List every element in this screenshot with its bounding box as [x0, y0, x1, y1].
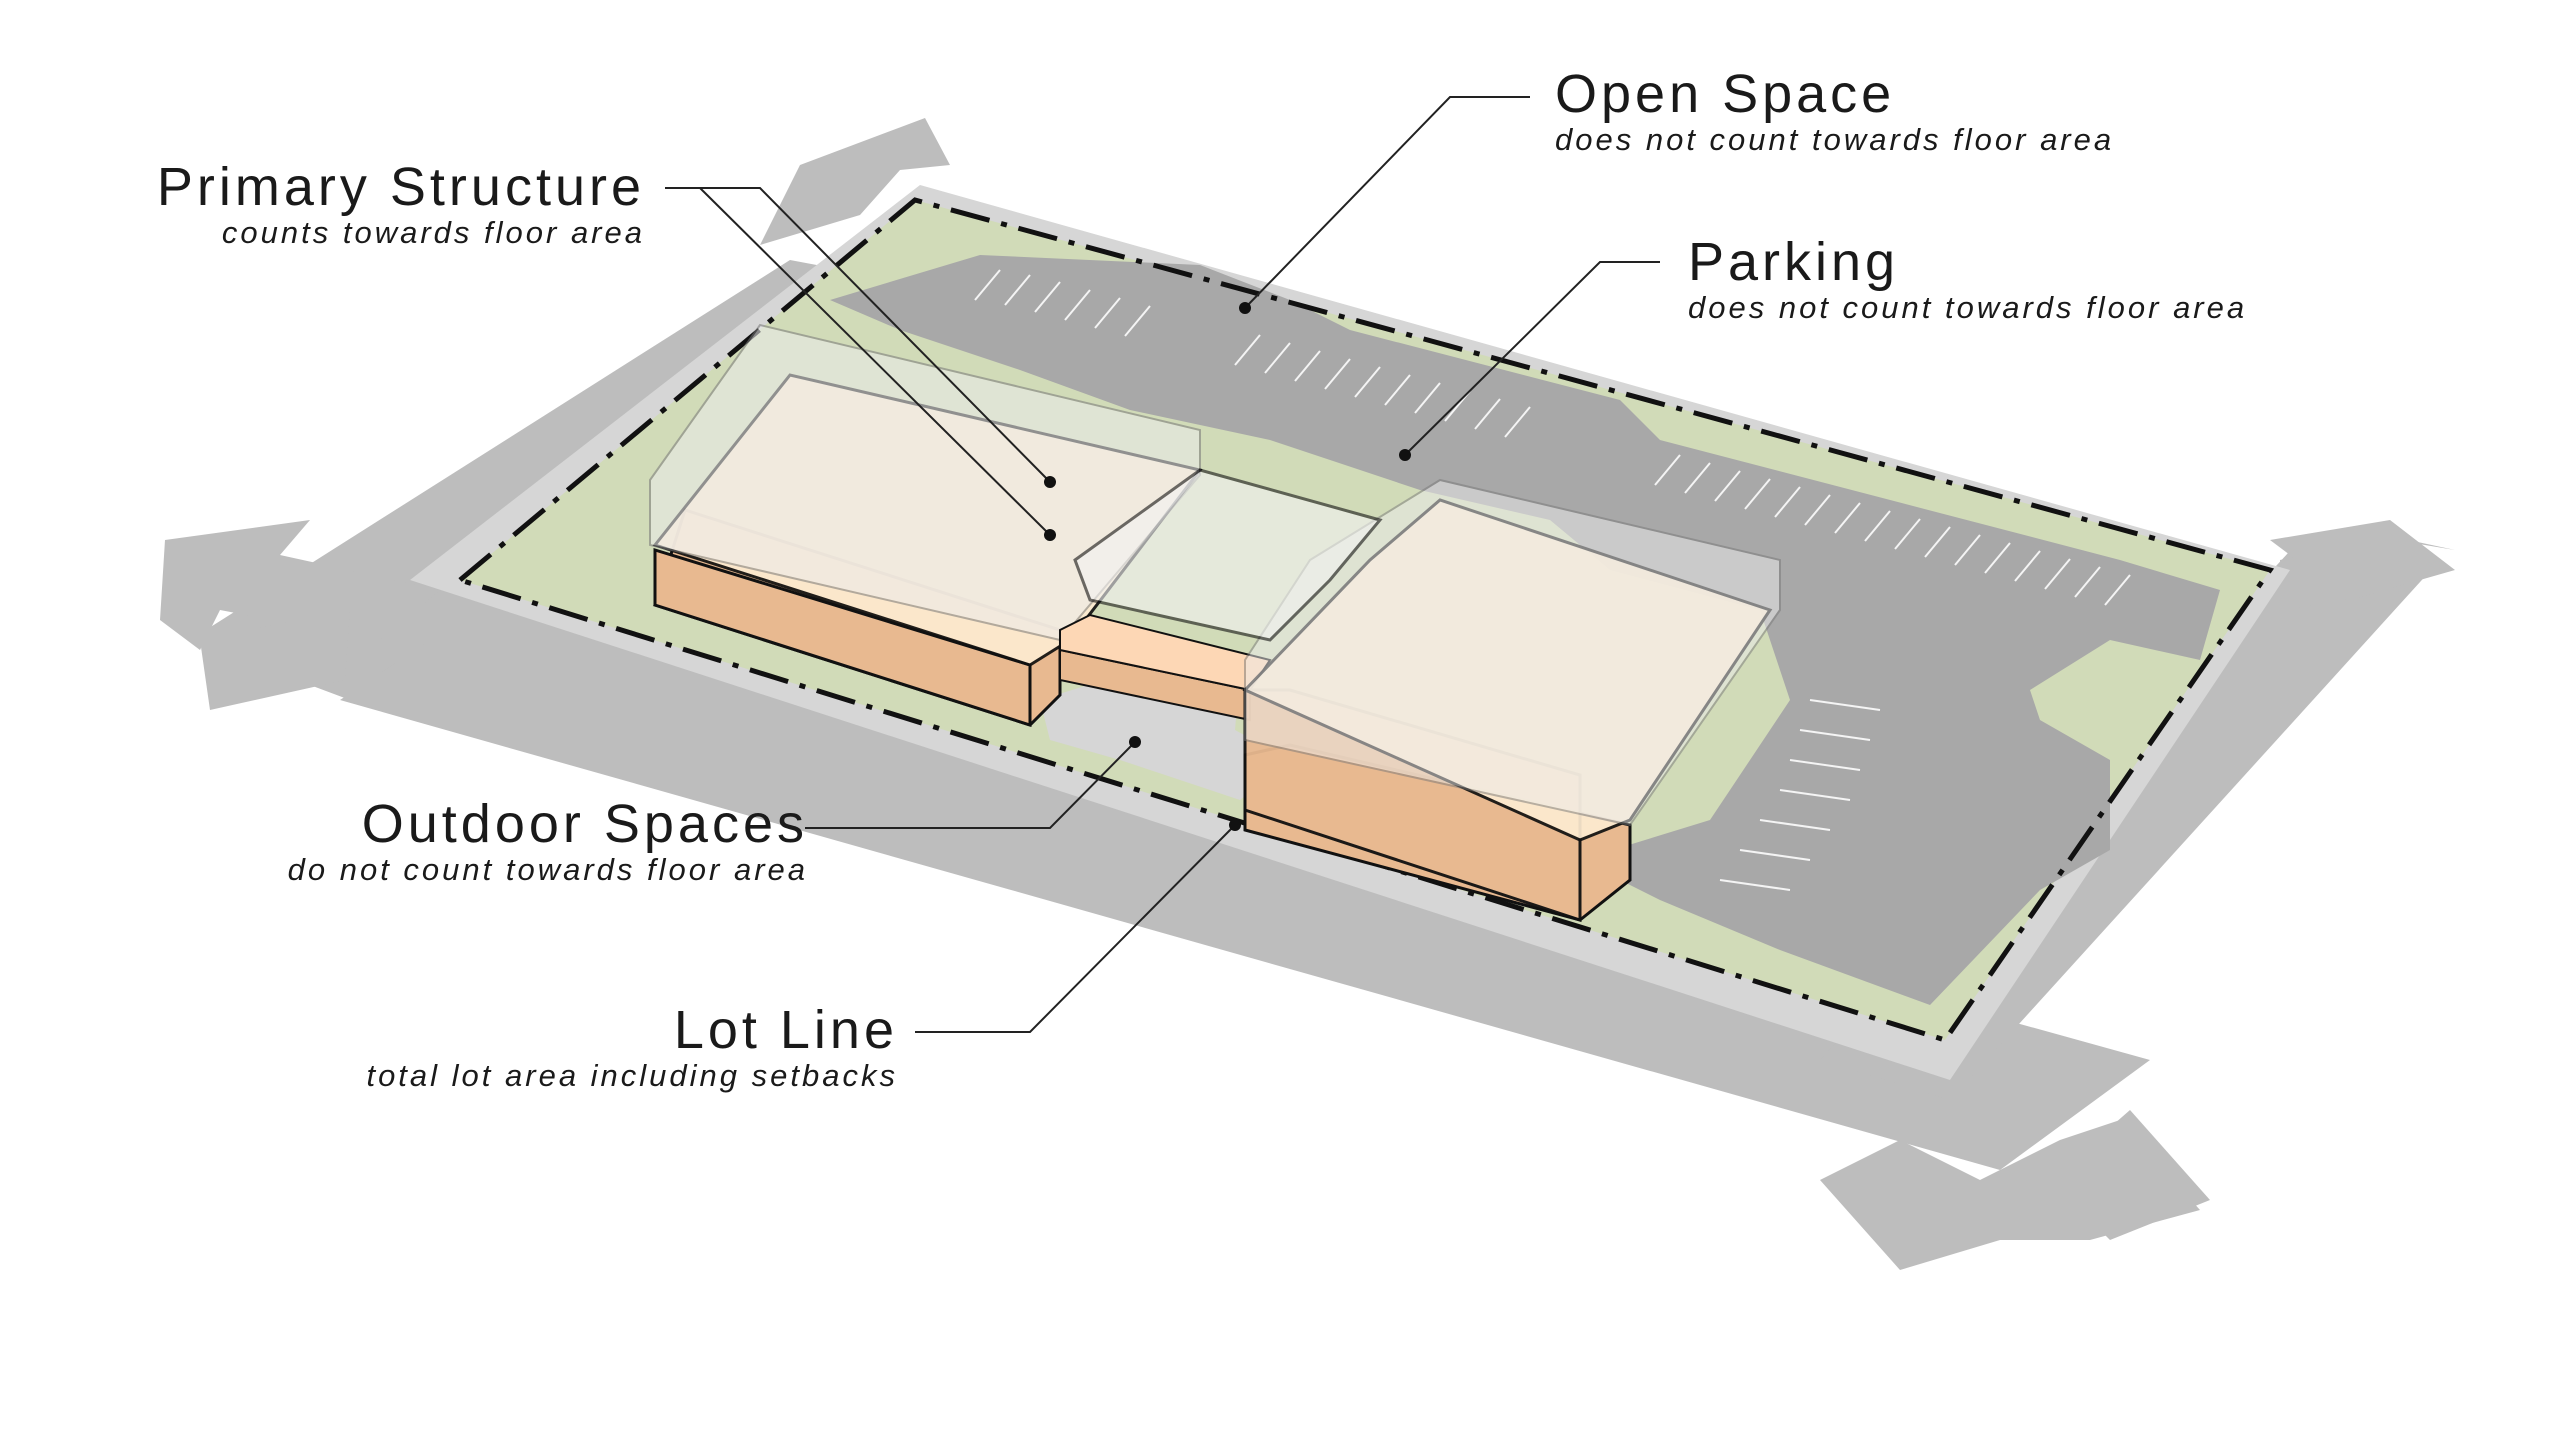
parking-subtitle: does not count towards floor area [1688, 290, 2247, 325]
leaders [665, 96, 1660, 1033]
primary-structure-title: Primary Structure [157, 157, 645, 217]
label-lot-line: Lot Line total lot area including setbac… [366, 1000, 898, 1093]
label-outdoor-spaces: Outdoor Spaces do not count towards floo… [288, 794, 808, 887]
arrow-right-head [2270, 520, 2455, 600]
lot-line-subtitle: total lot area including setbacks [366, 1058, 898, 1093]
parking-stripes [974, 269, 2131, 891]
lot-line-title: Lot Line [674, 1000, 898, 1060]
parking-title: Parking [1688, 232, 1899, 292]
label-parking: Parking does not count towards floor are… [1688, 232, 2247, 325]
primary-structure-subtitle: counts towards floor area [222, 215, 645, 250]
arrow-left-lower [200, 610, 350, 710]
building-middle-roof [1073, 468, 1383, 642]
lot-line [454, 197, 2275, 1043]
primary-structure [649, 323, 1781, 923]
label-open-space: Open Space does not count towards floor … [1555, 64, 2114, 157]
outdoor-spaces-subtitle: do not count towards floor area [288, 852, 808, 887]
open-space-subtitle: does not count towards floor area [1555, 122, 2114, 157]
outdoor-spaces-title: Outdoor Spaces [362, 794, 808, 854]
bottom-street [340, 600, 2150, 1170]
parking-area [830, 255, 2220, 1005]
streets [160, 118, 2455, 1270]
label-primary-structure: Primary Structure counts towards floor a… [157, 157, 645, 250]
arrow-bottom-head [2050, 1110, 2210, 1240]
arrow-left [160, 520, 440, 650]
open-space-title: Open Space [1555, 64, 1895, 124]
arrow-top [760, 118, 950, 245]
